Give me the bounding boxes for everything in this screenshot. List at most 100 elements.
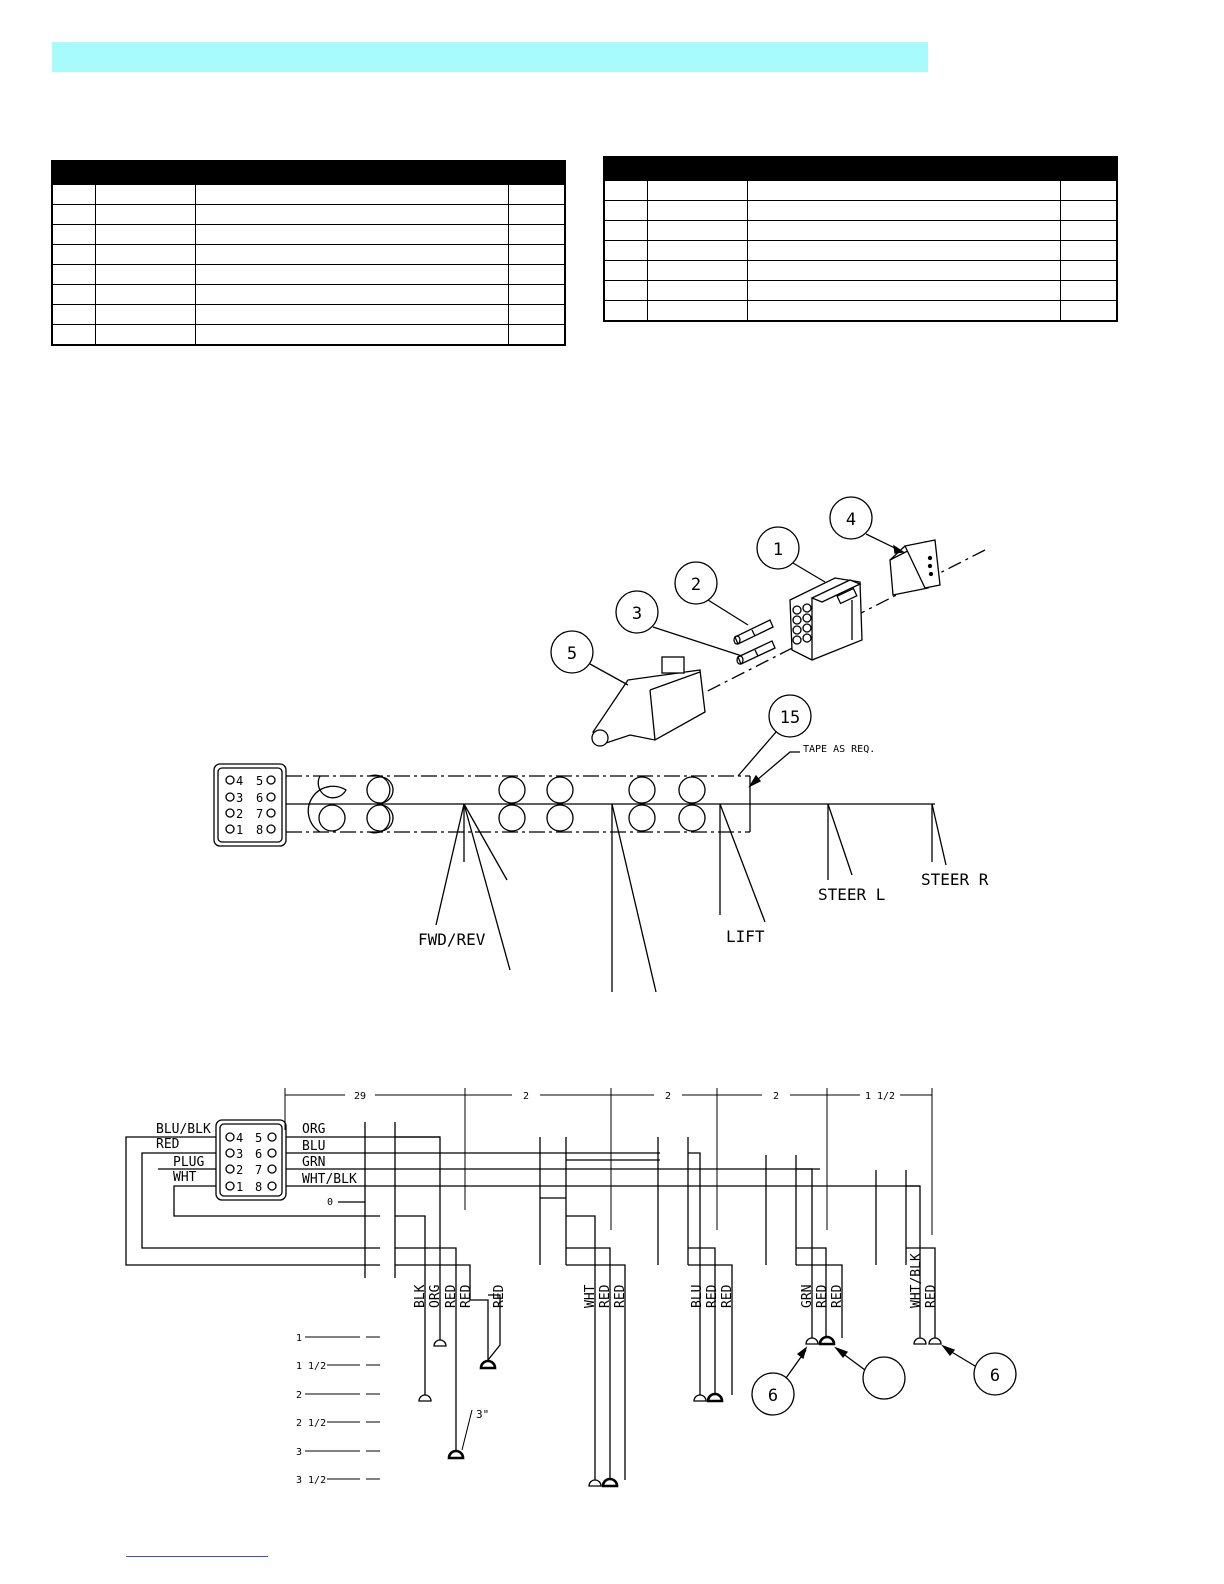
table-row [603, 220, 1118, 241]
svg-text:STEER R: STEER R [921, 870, 989, 889]
svg-text:2 1/2: 2 1/2 [296, 1418, 326, 1429]
parts-table-left [51, 160, 566, 346]
svg-text:3 1/2: 3 1/2 [296, 1475, 326, 1486]
svg-text:PLUG: PLUG [173, 1155, 204, 1170]
svg-text:RED: RED [830, 1284, 845, 1308]
svg-text:15: 15 [780, 708, 800, 728]
svg-text:3: 3 [236, 791, 243, 805]
svg-text:5: 5 [567, 644, 577, 664]
svg-text:1: 1 [236, 1180, 243, 1194]
terminal-pin [733, 619, 774, 645]
callout-15: 15 [737, 694, 812, 777]
table-row [51, 284, 566, 305]
svg-text:BLK: BLK [413, 1284, 428, 1308]
svg-text:7: 7 [255, 1163, 262, 1177]
svg-text:RED: RED [924, 1284, 939, 1308]
svg-text:6: 6 [255, 1147, 262, 1161]
length-scale: 1 1 1/2 2 2 1/2 3 3 1/2 [296, 1333, 380, 1486]
table-row [603, 280, 1118, 301]
svg-text:2: 2 [236, 807, 243, 821]
exploded-assembly: 4 1 2 3 5 15 [550, 496, 986, 777]
svg-text:3: 3 [296, 1447, 302, 1458]
svg-text:7: 7 [256, 807, 263, 821]
callout-6-right: 6 [941, 1344, 1017, 1396]
svg-text:RED: RED [613, 1284, 628, 1308]
svg-text:RED: RED [720, 1284, 735, 1308]
table-row [51, 204, 566, 225]
callout-5: 5 [550, 630, 629, 686]
svg-text:5: 5 [255, 1131, 262, 1145]
svg-text:6: 6 [256, 791, 263, 805]
svg-text:WHT: WHT [173, 1170, 197, 1185]
connector-face-bottom: 4 3 2 1 5 6 7 8 [215, 1119, 287, 1201]
header-banner [52, 42, 928, 72]
svg-text:RED: RED [598, 1284, 613, 1308]
table-row [603, 180, 1118, 201]
svg-text:BLU: BLU [690, 1285, 705, 1308]
svg-text:FWD/REV: FWD/REV [418, 930, 486, 949]
table-row [603, 260, 1118, 281]
footer-link-underline[interactable] [126, 1556, 268, 1557]
svg-text:2: 2 [691, 575, 701, 595]
svg-text:5: 5 [256, 774, 263, 788]
svg-text:ORG: ORG [428, 1284, 443, 1308]
wedge-lock [889, 539, 941, 596]
svg-text:2: 2 [296, 1390, 302, 1401]
wiring-schematic: 29 2 2 2 1 1/2 4 3 2 1 5 6 7 8 BLU/BLK R… [125, 1088, 1017, 1488]
connector-face-top: 4 3 2 1 5 6 7 8 [213, 763, 287, 847]
table-row [603, 240, 1118, 261]
svg-text:RED: RED [705, 1284, 720, 1308]
svg-text:29: 29 [354, 1091, 366, 1102]
vertical-wire-labels: BLK ORG RED RED RED WHT RED RED BLU RED … [413, 1253, 939, 1308]
svg-text:1: 1 [236, 823, 243, 837]
table-row [51, 304, 566, 325]
callout-6-left: 6 [751, 1346, 808, 1416]
callout-2: 2 [674, 561, 749, 626]
svg-text:2: 2 [773, 1091, 779, 1102]
svg-text:2: 2 [523, 1091, 529, 1102]
svg-text:3: 3 [632, 604, 642, 624]
svg-text:3": 3" [476, 1408, 489, 1421]
svg-text:0: 0 [327, 1197, 333, 1208]
terminal-caps [418, 1335, 942, 1488]
table-row [603, 300, 1118, 322]
svg-text:2: 2 [665, 1091, 671, 1102]
connector-housing [789, 577, 863, 661]
tape-wraps [307, 774, 706, 834]
svg-text:WHT/BLK: WHT/BLK [302, 1172, 357, 1187]
table-row [51, 324, 566, 346]
svg-text:1 1/2: 1 1/2 [865, 1091, 895, 1102]
svg-text:ORG: ORG [302, 1122, 326, 1137]
svg-text:BLU: BLU [302, 1139, 325, 1154]
svg-text:4: 4 [236, 1131, 243, 1145]
svg-text:4: 4 [846, 510, 856, 530]
table-row [51, 264, 566, 285]
svg-text:LIFT: LIFT [726, 927, 765, 946]
svg-text:8: 8 [256, 823, 263, 837]
table-row [51, 184, 566, 205]
svg-text:RED: RED [492, 1284, 507, 1308]
svg-text:WHT/BLK: WHT/BLK [909, 1253, 924, 1308]
svg-text:8: 8 [255, 1180, 262, 1194]
svg-text:GRN: GRN [302, 1155, 325, 1170]
svg-text:4: 4 [236, 774, 243, 788]
svg-text:6: 6 [768, 1386, 778, 1406]
callout-blank [834, 1346, 906, 1400]
svg-text:WHT: WHT [583, 1284, 598, 1308]
svg-text:GRN: GRN [800, 1285, 815, 1308]
rubber-boot [591, 656, 706, 747]
svg-text:6: 6 [990, 1366, 1000, 1386]
svg-text:RED: RED [444, 1284, 459, 1308]
callout-3: 3 [615, 590, 743, 657]
callout-4: 4 [829, 496, 905, 554]
svg-text:TAPE AS REQ.: TAPE AS REQ. [803, 744, 875, 755]
svg-text:2: 2 [236, 1163, 243, 1177]
svg-text:RED: RED [459, 1284, 474, 1308]
svg-text:STEER L: STEER L [818, 885, 885, 904]
svg-text:1: 1 [296, 1333, 302, 1344]
terminal-socket [736, 640, 776, 665]
svg-text:BLU/BLK: BLU/BLK [156, 1122, 211, 1137]
harness-side-view: 4 3 2 1 5 6 7 8 [213, 744, 989, 993]
svg-text:RED: RED [156, 1137, 180, 1152]
